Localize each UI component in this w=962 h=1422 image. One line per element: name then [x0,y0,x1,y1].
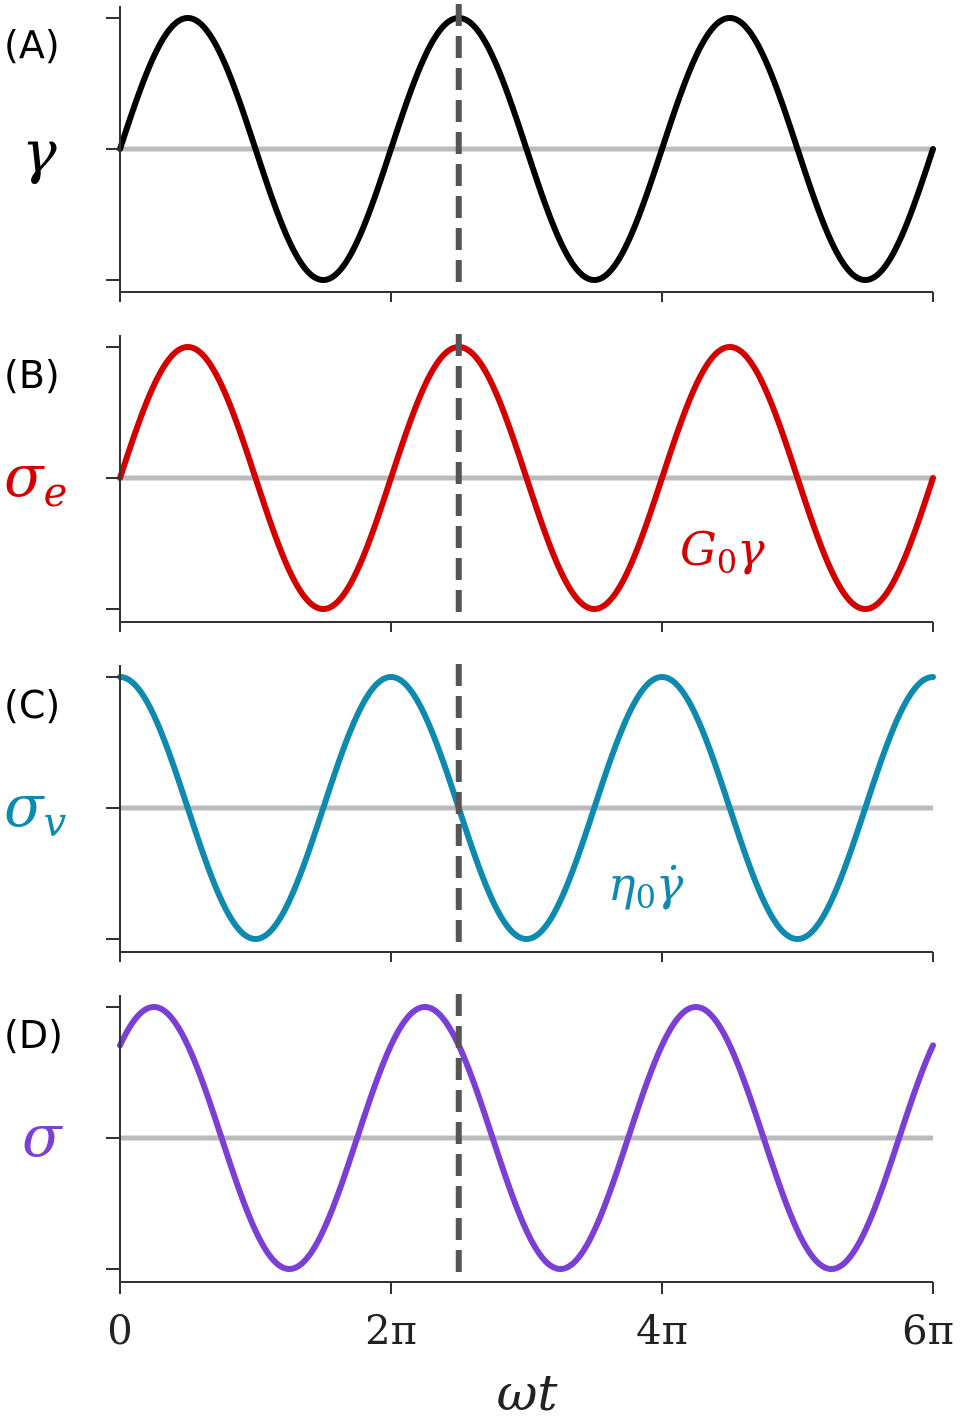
panel-c-curve [117,673,936,943]
panel-b-label: (B) [4,353,60,397]
x-tick-labels: 0 2π 4π 6π [107,1308,954,1354]
panel-c-ticks [106,676,934,962]
panel-d-curve [117,1003,936,1273]
panel-d-ylabel: σ [22,1102,63,1170]
panel-b-annotation: G0γ [680,522,765,581]
panel-a-ylabel: γ [22,118,57,186]
x-tick-0: 0 [107,1308,132,1354]
panel-d-ticks [106,1006,934,1294]
panel-a: (A) γ [4,6,936,302]
panel-c: (C) σv η0γ̇ [4,665,936,962]
x-tick-6pi: 6π [902,1308,954,1354]
panel-c-annotation: η0γ̇ [608,857,684,916]
panel-b-ylabel: σe [4,442,67,516]
panel-b: (B) σe G0γ [4,335,936,632]
panel-c-ylabel: σv [4,772,67,846]
panel-d: (D) σ [4,995,936,1294]
panel-a-ticks [106,17,934,302]
x-tick-4pi: 4π [636,1308,688,1354]
panel-a-label: (A) [4,23,60,67]
x-tick-2pi: 2π [365,1308,417,1354]
panel-d-label: (D) [4,1013,63,1057]
panel-b-curve [117,343,936,613]
panel-c-label: (C) [4,683,60,727]
panel-b-ticks [106,346,934,632]
panel-a-curve [117,14,936,284]
x-axis-label: ωt [497,1364,559,1422]
